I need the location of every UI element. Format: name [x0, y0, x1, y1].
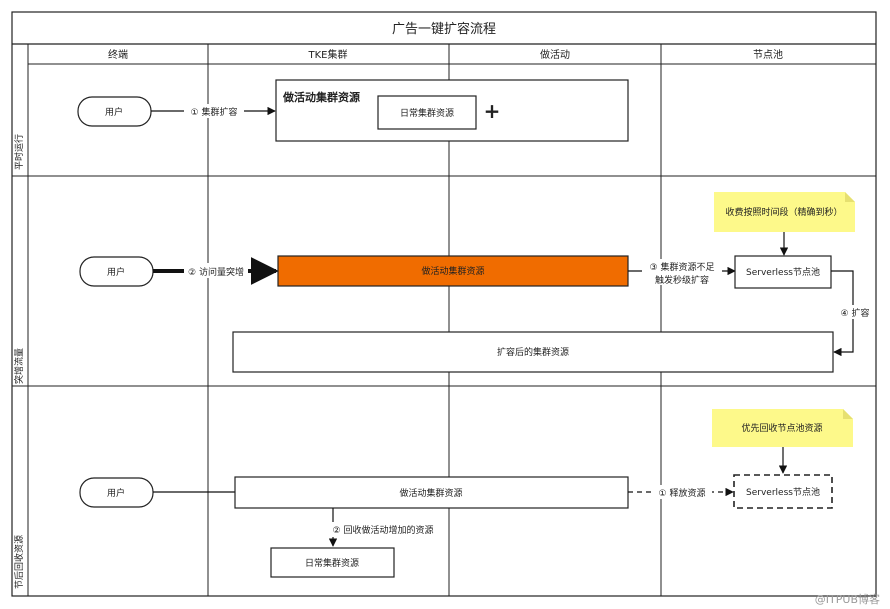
- column-header-tke: TKE集群: [308, 48, 348, 61]
- lane2-step4-label: ④ 扩容: [841, 307, 870, 319]
- lane1-activity-cluster-title: 做活动集群资源: [282, 90, 360, 104]
- lane3-user-label: 用户: [107, 487, 125, 499]
- lane3-release-label: ① 释放资源: [659, 487, 706, 499]
- lane3-reclaim-note-text: 优先回收节点池资源: [741, 422, 822, 434]
- lane2-active-cluster-label: 做活动集群资源: [421, 265, 484, 277]
- column-header-nodepool: 节点池: [753, 48, 783, 61]
- diagram-title: 广告一键扩容流程: [392, 21, 496, 37]
- lane3-serverless-pool: [733, 474, 833, 509]
- lane2-step3-line2: 触发秒级扩容: [655, 274, 709, 286]
- watermark-text: @ITPUB博客: [815, 592, 880, 606]
- lane2-surge-label: ② 访问量突增: [188, 266, 244, 278]
- lane3-daily-cluster: [270, 547, 395, 578]
- column-header-terminal: 终端: [108, 48, 128, 61]
- lane3-serverless-label: Serverless节点池: [746, 486, 820, 498]
- lane3-reclaim-label: ② 回收做活动增加的资源: [333, 524, 434, 536]
- column-header-activity: 做活动: [540, 48, 570, 61]
- lane1-user-label: 用户: [105, 106, 123, 118]
- lane2-billing-note-text: 收费按照时间段（精确到秒）: [725, 206, 842, 218]
- lane3-reclaim-note: [712, 409, 853, 447]
- lane2-serverless-label: Serverless节点池: [746, 266, 820, 278]
- lane2-step3-line1: ③ 集群资源不足: [650, 261, 715, 273]
- lane2-expanded-cluster-label: 扩容后的集群资源: [497, 346, 569, 358]
- lane3-activity-cluster-label: 做活动集群资源: [399, 487, 462, 499]
- lane3-daily-cluster-label: 日常集群资源: [305, 557, 359, 569]
- lane-label-reclaim: 节后回收资源: [13, 535, 25, 589]
- lane3-activity-cluster: [234, 476, 629, 509]
- lane1-scale-label: ① 集群扩容: [191, 106, 238, 118]
- lane-label-normal: 平时运行: [13, 134, 25, 170]
- lane2-expanded-cluster: [232, 331, 834, 373]
- lane1-daily-cluster: [377, 95, 477, 130]
- lane1-daily-cluster-label: 日常集群资源: [400, 107, 454, 119]
- lane2-serverless-pool: [734, 255, 832, 289]
- lane2-active-cluster: [277, 255, 629, 287]
- lane2-billing-note: [714, 192, 855, 232]
- lane2-user-label: 用户: [107, 266, 125, 278]
- lane-label-surge: 突增流量: [13, 348, 25, 384]
- lane1-plus-sign: +: [484, 99, 501, 123]
